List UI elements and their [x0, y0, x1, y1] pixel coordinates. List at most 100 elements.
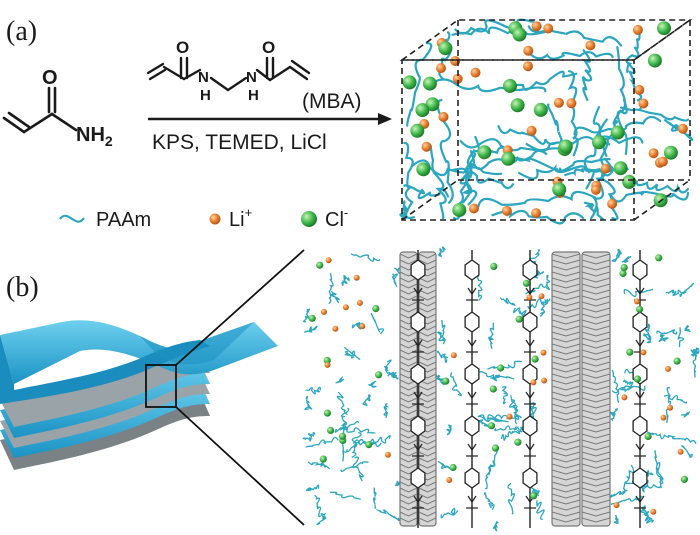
li-ion [325, 257, 332, 264]
cnt-lattice [418, 397, 437, 403]
polymer-strand [376, 509, 400, 522]
cnt-lattice [581, 253, 611, 259]
benzene-ring [632, 467, 648, 489]
cnt-lattice [399, 511, 418, 517]
cnt-lattice [551, 457, 581, 463]
zoom-line-top [175, 249, 305, 366]
polymer-strand [303, 308, 311, 323]
polymer-strand [344, 350, 355, 359]
cnt-lattice [551, 349, 581, 355]
polymer-strand [546, 103, 566, 150]
li-ion [543, 23, 554, 34]
cl-ion [402, 75, 417, 90]
cl-ion [487, 422, 496, 430]
cnt-lattice [418, 505, 437, 511]
cnt-lattice [418, 301, 437, 307]
cube-edges [399, 19, 693, 221]
reaction-conditions: KPS, TEMED, LiCl [152, 131, 327, 154]
cl-ion [680, 475, 689, 483]
polymer-strand [437, 246, 446, 258]
azo-bond [525, 443, 535, 452]
cnt-lattice [581, 451, 611, 457]
cnt-lattice [551, 403, 581, 409]
cnt-lattice [399, 403, 418, 409]
cnt-lattice [551, 343, 581, 349]
polymer-strand [545, 274, 551, 291]
cnt-lattice [581, 493, 611, 499]
polymer-strand [440, 507, 459, 519]
polymer-strand [665, 289, 683, 296]
cnt-lattice [399, 463, 418, 469]
polymer-strand [302, 431, 316, 442]
cnt-lattice [551, 313, 581, 319]
cl-ion [626, 348, 634, 356]
benzene-ring [522, 259, 538, 281]
cnt-lattice [418, 391, 437, 397]
polymer-strand [304, 325, 318, 333]
cl-ion [323, 356, 331, 364]
cl-ion [449, 463, 457, 472]
polymer-strand [680, 411, 690, 418]
cnt-lattice [399, 505, 418, 511]
cnt-lattice [581, 379, 611, 385]
cnt-lattice [399, 415, 418, 421]
polymer-strand [336, 391, 348, 416]
cnt-lattice [551, 379, 581, 385]
polymer-strand [305, 436, 339, 448]
cnt-lattice [418, 487, 437, 493]
cnt-lattice [399, 289, 418, 295]
zoom-box [145, 364, 177, 408]
mba-n-atom-left: N [198, 69, 209, 86]
cnt-lattice [551, 385, 581, 391]
cl-ion [592, 135, 606, 150]
li-ion [667, 404, 674, 411]
cnt-lattice [418, 385, 437, 391]
monomer-nh2-atom: NH2 [76, 124, 113, 149]
polymer-strand [488, 322, 495, 350]
azo-bond [467, 339, 477, 348]
li-ion [446, 477, 453, 483]
polymer-strand [446, 424, 452, 436]
li-ion [531, 21, 542, 32]
li-ion [468, 203, 479, 214]
cnt-lattice [581, 415, 611, 421]
polymer-strand [437, 331, 446, 342]
polymer-strand [391, 273, 399, 287]
cl-ion [673, 357, 681, 365]
polymer-strand [497, 125, 559, 146]
cnt-lattice [581, 469, 611, 475]
polymer-strand [329, 491, 362, 500]
panel-a-label: (a) [6, 16, 37, 47]
polymer-strand [494, 425, 521, 432]
azo-bond [413, 287, 423, 296]
cl-ion [503, 78, 517, 93]
mba-n-atom-right: N [246, 69, 257, 86]
carbon-nanotube-bundles [399, 251, 611, 527]
cnt-lattice [399, 445, 418, 451]
polymer-strand [610, 408, 619, 422]
cnt-lattice [551, 337, 581, 343]
cnt-lattice [418, 433, 437, 439]
li-ion [501, 205, 512, 216]
cnt-lattice [551, 397, 581, 403]
cnt-lattice [581, 307, 611, 313]
polymer-strand [307, 461, 331, 470]
cnt-lattice [551, 481, 581, 487]
cl-ion [620, 263, 628, 272]
cnt-lattice [551, 289, 581, 295]
li-ion [353, 274, 360, 281]
cnt-lattice [399, 499, 418, 505]
cl-ion [323, 409, 331, 417]
cnt-lattice [581, 475, 611, 481]
cnt-lattice [551, 463, 581, 469]
polymer-strand [459, 151, 476, 204]
cnt-lattice [581, 349, 611, 355]
polymer-strand [621, 464, 635, 496]
carbon-nanotube [581, 251, 611, 527]
cl-ion [416, 162, 431, 177]
li-ion [452, 73, 463, 84]
cnt-lattice [418, 517, 437, 523]
li-ion [648, 148, 659, 159]
cnt-lattice [581, 331, 611, 337]
polymer-strand [450, 372, 462, 397]
